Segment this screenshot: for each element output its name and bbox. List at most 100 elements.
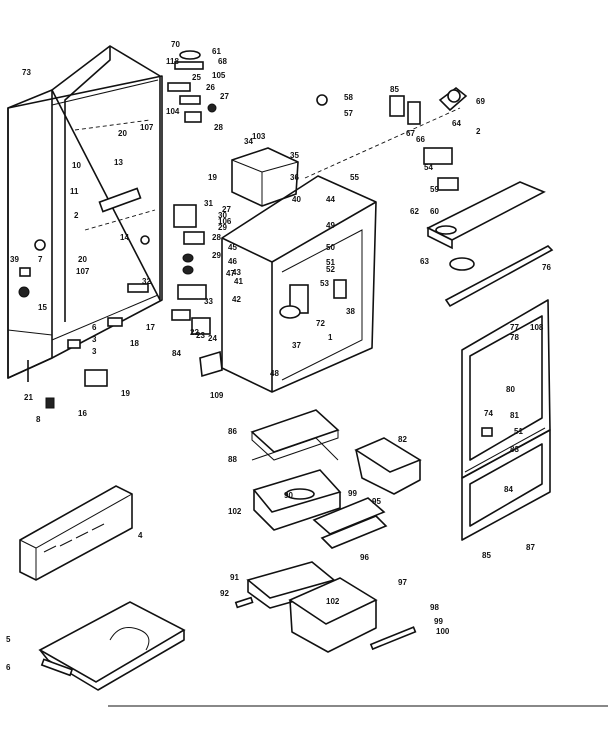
callout-label: 95 — [372, 497, 381, 506]
callout-label: 31 — [204, 199, 213, 208]
callout-label: 108 — [530, 323, 544, 332]
callout-label: 33 — [204, 297, 213, 306]
callout-label: 60 — [430, 207, 439, 216]
callout-label: 99 — [348, 489, 357, 498]
callout-label: 74 — [484, 409, 493, 418]
callout-label: 1 — [328, 333, 333, 342]
callout-label: 58 — [344, 93, 353, 102]
callout-label: 70 — [171, 40, 180, 49]
callout-label: 55 — [350, 173, 359, 182]
drawer-slides — [312, 497, 388, 549]
callout-label: 25 — [192, 73, 201, 82]
callout-label: 6 — [6, 663, 11, 672]
callout-label: 13 — [114, 158, 123, 167]
callout-label: 38 — [346, 307, 355, 316]
callout-label: 82 — [398, 435, 407, 444]
callout-label: 29 — [212, 251, 221, 260]
callout-label: 53 — [320, 279, 329, 288]
callout-label: 2 — [476, 127, 481, 136]
callout-label: 54 — [424, 163, 433, 172]
crisper-drawer — [252, 469, 342, 531]
callout-label: 47 — [226, 269, 235, 278]
callout-label: 64 — [452, 119, 461, 128]
top-hardware — [167, 50, 217, 123]
callout-label: 73 — [22, 68, 31, 77]
callout-label: 11 — [70, 187, 79, 196]
callout-label: 86 — [228, 427, 237, 436]
callout-label: 118 — [166, 57, 179, 66]
callout-label: 99 — [434, 617, 443, 626]
evaporator-parts — [304, 86, 468, 191]
callout-label: 2 — [74, 211, 79, 220]
callout-label: 29 — [218, 223, 227, 232]
callout-label: 67 — [406, 129, 415, 138]
callout-label: 8 — [36, 415, 41, 424]
cabinet-shell — [7, 45, 163, 379]
callout-label: 81 — [510, 411, 519, 420]
callout-label: 24 — [208, 334, 217, 343]
callout-label: 10 — [72, 161, 81, 170]
callout-label: 34 — [244, 137, 253, 146]
callout-label: 68 — [218, 57, 227, 66]
callout-label: 7 — [38, 255, 43, 264]
fan-and-rail — [444, 245, 554, 308]
callout-label: 102 — [228, 507, 242, 516]
callout-label: 84 — [504, 485, 513, 494]
callout-label: 98 — [430, 603, 439, 612]
callout-label: 80 — [506, 385, 515, 394]
callout-label: 27 — [220, 92, 229, 101]
glass-shelf — [250, 409, 340, 461]
callout-label: 46 — [228, 257, 237, 266]
callout-label: 28 — [212, 233, 221, 242]
callout-label: 105 — [212, 71, 226, 80]
callout-label: 22 — [190, 328, 199, 337]
callout-label: 32 — [142, 277, 151, 286]
meat-drawer — [234, 561, 417, 653]
callout-label: 61 — [212, 47, 221, 56]
callout-label: 109 — [210, 391, 224, 400]
callout-label: 21 — [24, 393, 33, 402]
callout-label: 20 — [78, 255, 87, 264]
callout-label: 76 — [542, 263, 551, 272]
callout-label: 27 — [222, 205, 231, 214]
callout-label: 92 — [220, 589, 229, 598]
callout-label: 14 — [120, 233, 129, 242]
callout-label: 26 — [206, 83, 215, 92]
callout-label: 88 — [228, 455, 237, 464]
egg-bin — [354, 437, 422, 495]
callout-label: 85 — [390, 85, 399, 94]
callout-label: 96 — [360, 553, 369, 562]
callout-label: 69 — [476, 97, 485, 106]
callout-label: 51 — [326, 258, 335, 267]
callout-label: 37 — [292, 341, 301, 350]
callout-label: 91 — [230, 573, 239, 582]
callout-label: 40 — [292, 195, 301, 204]
callout-label: 19 — [208, 173, 217, 182]
callout-label: 63 — [420, 257, 429, 266]
callout-label: 44 — [326, 195, 335, 204]
freezer-liner — [221, 175, 377, 393]
callout-label: 107 — [140, 123, 154, 132]
callout-label: 45 — [228, 243, 237, 252]
callout-label: 23 — [196, 331, 205, 340]
callout-label: 19 — [121, 389, 130, 398]
callout-label: 3 — [92, 347, 97, 356]
callout-label: 87 — [526, 543, 535, 552]
callout-label: 6 — [92, 323, 97, 332]
callout-label: 97 — [398, 578, 407, 587]
callout-label: 5 — [6, 635, 11, 644]
callout-label: 50 — [326, 243, 335, 252]
callout-label: 104 — [166, 107, 180, 116]
callout-label: 36 — [290, 173, 299, 182]
callout-label: 3 — [92, 335, 97, 344]
callout-label: 103 — [252, 132, 266, 141]
callout-label: 49 — [326, 221, 335, 230]
callout-label: 100 — [436, 627, 450, 636]
callout-label: 52 — [326, 265, 335, 274]
callout-label: 51 — [514, 427, 523, 436]
cabinet-components — [18, 187, 150, 409]
callout-label: 35 — [290, 151, 299, 160]
callout-label: 102 — [326, 597, 340, 606]
